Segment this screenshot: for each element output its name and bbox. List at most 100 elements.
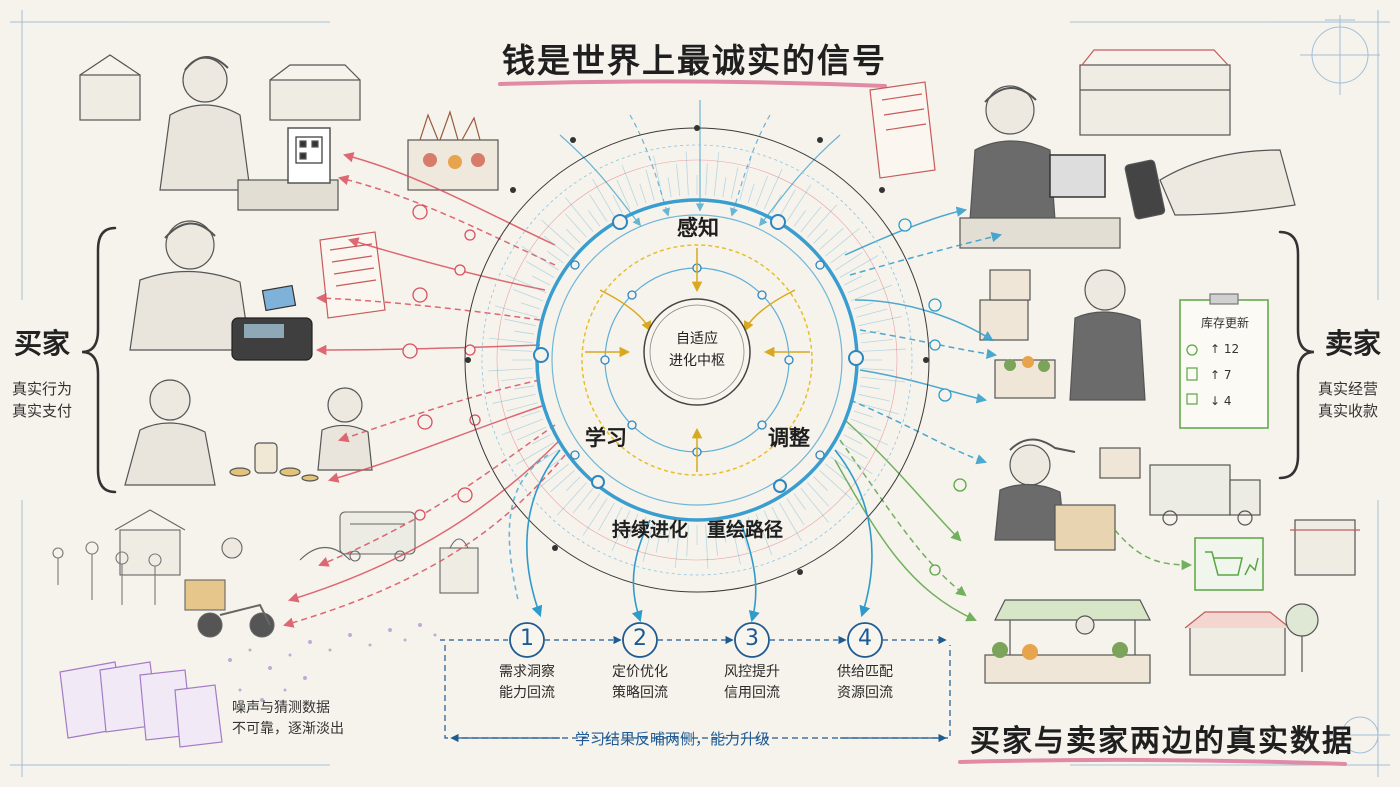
inventory-row-3: ↓ 4 <box>1188 390 1262 412</box>
buyer-label: 买家 <box>14 327 71 360</box>
spoke-line <box>565 476 581 492</box>
spoke-line <box>850 284 893 302</box>
spoke-line <box>853 410 874 418</box>
spoke-line <box>505 274 547 294</box>
spoke-line <box>514 330 535 335</box>
step-3-line1: 风控提升 <box>724 664 780 680</box>
spoke-line <box>861 376 905 383</box>
buyer-desc-line2: 真实支付 <box>12 402 73 420</box>
spoke-line <box>807 204 838 238</box>
feedback-note: 学习结果反哺两侧，能力升级 <box>575 730 771 748</box>
noise-label: 噪声与猜测数据 不可靠，逐渐淡出 <box>232 698 344 740</box>
spoke-line <box>786 184 812 222</box>
seller-signal-flows <box>844 206 1003 465</box>
spoke-line <box>839 442 868 459</box>
inner-ring-dots <box>570 260 825 460</box>
spoke-line <box>521 245 559 271</box>
hub-circle <box>643 298 751 406</box>
step-4-text: 供给匹配 资源回流 <box>833 662 897 704</box>
spoke-line <box>587 210 601 227</box>
spoke-line <box>500 349 533 352</box>
spoke-line <box>824 463 851 485</box>
core-ring-yellow <box>581 244 813 476</box>
seller-desc-line1: 真实经营 <box>1318 380 1379 398</box>
noise-particles <box>228 623 437 702</box>
spoke-line <box>547 250 564 264</box>
spoke-line <box>713 152 720 196</box>
inventory-title: 库存更新 <box>1200 316 1249 330</box>
spoke-line <box>592 178 615 218</box>
seller-desc: 真实经营 真实收款 <box>1318 378 1378 422</box>
outer-ring-ticks <box>465 125 929 575</box>
seller-scene-market <box>984 599 1319 684</box>
spoke-line <box>819 227 844 250</box>
spoke-line <box>547 456 564 470</box>
spoke-line <box>676 164 681 196</box>
spoke-line <box>495 305 538 318</box>
spoke-line <box>515 442 555 465</box>
spoke-line <box>512 289 544 302</box>
bottom-title: 买家与卖家两边的真实数据 <box>970 724 1354 759</box>
spoke-line <box>639 183 647 204</box>
step-4-line1: 供给匹配 <box>837 664 893 680</box>
seller-scene-delivery <box>994 438 1360 591</box>
spoke-line <box>674 524 681 568</box>
spoke-line <box>763 168 783 210</box>
spoke-line <box>847 279 878 294</box>
spoke-line <box>800 206 822 233</box>
inventory-row-1-value: 12 <box>1223 342 1240 356</box>
spoke-line <box>621 164 639 207</box>
spoke-line <box>730 167 739 199</box>
spoke-line <box>565 197 594 233</box>
spoke-line <box>705 163 708 196</box>
step-3-line2: 信用回流 <box>724 685 780 701</box>
feedback-arrows <box>508 449 873 623</box>
ring-learn-label: 学习 <box>585 425 627 450</box>
spoke-line <box>813 476 829 492</box>
seller-scene-inventory <box>979 269 1269 429</box>
spoke-line <box>853 302 874 310</box>
spoke-line <box>763 510 778 541</box>
spoke-line <box>501 376 533 381</box>
cycle-ring-nodes <box>533 214 864 493</box>
cycle-ring-inner <box>551 214 843 506</box>
spoke-line <box>800 487 829 523</box>
bottom-title-underline <box>958 757 1347 766</box>
inventory-row-2: ↑ 7 <box>1188 364 1262 386</box>
spoke-line <box>667 522 672 543</box>
spoke-line <box>520 302 541 310</box>
title-underline <box>498 79 887 88</box>
spoke-line <box>779 189 796 218</box>
step-4-line2: 资源回流 <box>837 685 893 701</box>
spoke-line <box>786 498 805 526</box>
spoke-line <box>645 169 655 201</box>
spoke-line <box>531 449 559 468</box>
spoke-line <box>514 385 535 390</box>
spoke-line <box>747 183 755 204</box>
buyer-scene-card-payment <box>129 220 386 361</box>
core-inward-arrows <box>585 248 810 472</box>
spoke-line <box>861 348 906 352</box>
seller-flow-nodes <box>898 218 967 576</box>
noise-line1: 噪声与猜测数据 <box>232 700 330 716</box>
spoke-line <box>667 177 672 198</box>
spoke-line <box>819 470 853 501</box>
spoke-line <box>582 498 608 536</box>
spoke-line <box>616 179 631 210</box>
spoke-line <box>739 158 752 201</box>
inventory-row-2-arrow: ↑ <box>1210 368 1221 382</box>
spoke-line <box>589 194 608 222</box>
spoke-line <box>839 255 879 278</box>
spoke-line <box>807 482 830 507</box>
spoke-line <box>520 410 541 418</box>
spoke-line <box>771 506 782 526</box>
spoke-line <box>843 275 863 286</box>
spoke-line <box>531 275 551 286</box>
spoke-line <box>856 308 888 318</box>
spoke-line <box>572 487 594 514</box>
buyer-scene-street <box>52 509 479 638</box>
ring-redraw-label: 重绘路径 <box>707 519 784 541</box>
spoke-line <box>626 513 639 545</box>
spoke-line <box>550 470 575 493</box>
